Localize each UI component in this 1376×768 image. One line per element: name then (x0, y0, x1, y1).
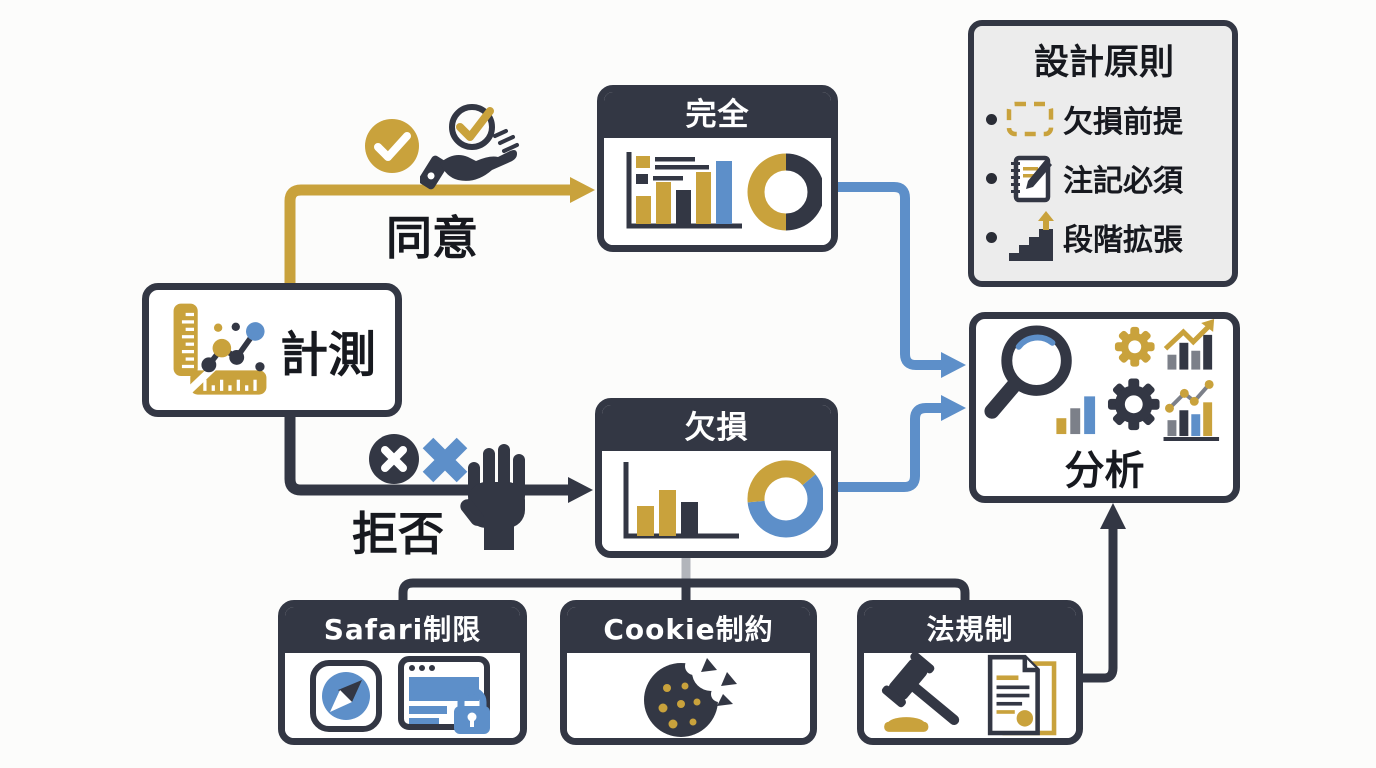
legal-to-analysis-line (1080, 526, 1118, 683)
principle-item-missing-premise: 欠損前提 (986, 94, 1222, 144)
principle-item-annotation-required: 注記必須 (986, 153, 1222, 203)
bullet-icon (986, 231, 997, 243)
node-legal-regulation: 法規制 (857, 600, 1083, 745)
bitten-cookie-icon (643, 652, 737, 737)
check-circle-icon (365, 119, 419, 173)
cookie-constraint-header: Cookie制約 (567, 607, 810, 653)
bullet-icon (986, 172, 997, 184)
design-principles-panel: 設計原則 欠損前提 注記必須 (968, 20, 1238, 287)
consent-label: 同意 (386, 211, 478, 265)
missing-to-analysis-line (834, 403, 944, 492)
ruler-scatter-chart-icon (173, 303, 267, 401)
node-complete: 完全 (597, 85, 838, 252)
analysis-label: 分析 (1064, 448, 1145, 494)
principle-label: 欠損前提 (1063, 105, 1183, 140)
node-safari-limit: Safari制限 (278, 600, 527, 745)
legal-to-analysis-arrowhead (1100, 503, 1126, 529)
small-bar-chart-donut-icon (623, 460, 823, 539)
consent-icons (363, 117, 421, 175)
node-measurement: 計測 (142, 283, 402, 417)
measurement-label: 計測 (279, 327, 376, 383)
node-missing: 欠損 (595, 398, 838, 558)
constraints-tree-line (398, 578, 970, 602)
notebook-pencil-icon (1005, 153, 1055, 203)
consent-arrow-line (284, 184, 572, 287)
complete-to-analysis-line (834, 182, 944, 370)
refusal-arrow-line (284, 413, 570, 496)
stairs-growth-icon (1005, 211, 1055, 262)
safari-compass-icon (309, 659, 382, 732)
complete-to-analysis-arrowhead (941, 352, 966, 378)
magnifier-gears-charts-icon (983, 319, 1219, 442)
locked-browser-icon (397, 655, 490, 734)
node-cookie-constraint: Cookie制約 (560, 600, 817, 745)
refusal-arrowhead (568, 477, 593, 503)
consent-arrowhead (570, 177, 595, 203)
dashed-placeholder-icon (1005, 94, 1055, 144)
gavel-icon (881, 652, 960, 732)
bullet-icon (986, 113, 997, 125)
refusal-label: 拒否 (352, 507, 444, 561)
x-circle-icon (367, 432, 421, 486)
missing-header: 欠損 (602, 405, 831, 451)
principles-title: 設計原則 (1033, 43, 1174, 83)
principle-label: 段階拡張 (1063, 223, 1183, 258)
principle-label: 注記必須 (1063, 164, 1183, 199)
hand-offering-check-icon (420, 101, 520, 191)
missing-to-analysis-arrowhead (941, 395, 966, 421)
safari-limit-header: Safari制限 (285, 607, 520, 653)
complete-header: 完全 (604, 92, 831, 138)
stop-hand-icon (460, 442, 536, 550)
node-analysis: 分析 (969, 312, 1240, 503)
principle-item-staged-expansion: 段階拡張 (986, 211, 1222, 262)
legal-document-icon (987, 654, 1057, 735)
legal-regulation-header: 法規制 (864, 607, 1076, 653)
bar-chart-donut-icon (626, 151, 822, 230)
blue-x-icon (421, 436, 469, 484)
